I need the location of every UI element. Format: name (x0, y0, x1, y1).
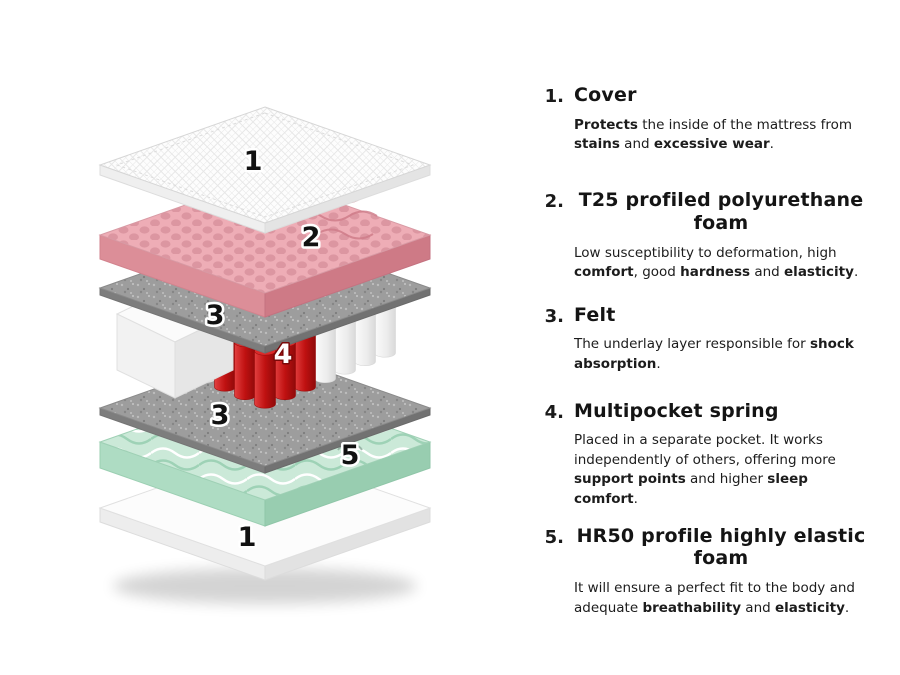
legend-list: 1. Cover Protects the inside of the matt… (538, 84, 868, 618)
layer-labels: 1 2 3 4 3 5 1 (203, 144, 362, 556)
layer-label-pink-foam: 2 (302, 222, 321, 253)
layer-label-felt-upper: 3 (206, 300, 225, 331)
legend-item-description: The underlay layer responsible for shock… (574, 336, 854, 372)
legend-item-number: 1. (544, 86, 564, 107)
legend-item-number: 3. (544, 305, 564, 327)
spring-red (254, 350, 276, 409)
legend-item-title: Multipocket spring (574, 399, 779, 422)
spring-red (234, 342, 256, 400)
legend-item-title: Felt (574, 303, 616, 326)
layer-label-green-foam: 5 (341, 440, 360, 471)
mattress-exploded-svg: 1 2 3 4 3 5 1 (98, 106, 432, 604)
legend-item-number: 5. (544, 526, 564, 548)
mattress-diagram: 1 2 3 4 3 5 1 (55, 30, 525, 640)
spring-red (294, 333, 316, 392)
legend-item-title: T25 profiled polyurethane foam (578, 188, 864, 234)
legend-item-cover: 1. Cover Protects the inside of the matt… (538, 84, 868, 155)
legend-item-title: Cover (574, 84, 637, 106)
legend-item-description: Protects the inside of the mattress from… (574, 116, 853, 153)
layer-label-cover: 1 (244, 146, 263, 177)
legend-item-description: Placed in a separate pocket. It works in… (574, 432, 836, 508)
layer-label-felt-lower: 3 (211, 400, 230, 431)
legend-item-t25-foam: 2. T25 profiled polyurethane foam Low su… (538, 189, 868, 283)
legend-item-felt: 3. Felt The underlay layer responsible f… (538, 304, 868, 375)
layer-label-bottom-cover: 1 (238, 522, 257, 553)
legend-item-number: 4. (544, 401, 564, 423)
legend-item-number: 2. (544, 190, 564, 212)
floor-shadow (113, 568, 417, 604)
layer-label-springs: 4 (274, 339, 293, 370)
legend-item-description: It will ensure a perfect fit to the body… (574, 580, 855, 616)
legend-item-multipocket-spring: 4. Multipocket spring Placed in a separa… (538, 400, 868, 510)
top-cover-layer (98, 106, 432, 234)
legend-item-description: Low susceptibility to deformation, high … (574, 244, 859, 281)
legend-item-hr50-foam: 5. HR50 profile highly elastic foam It w… (538, 525, 868, 619)
legend-item-title: HR50 profile highly elastic foam (576, 524, 866, 570)
